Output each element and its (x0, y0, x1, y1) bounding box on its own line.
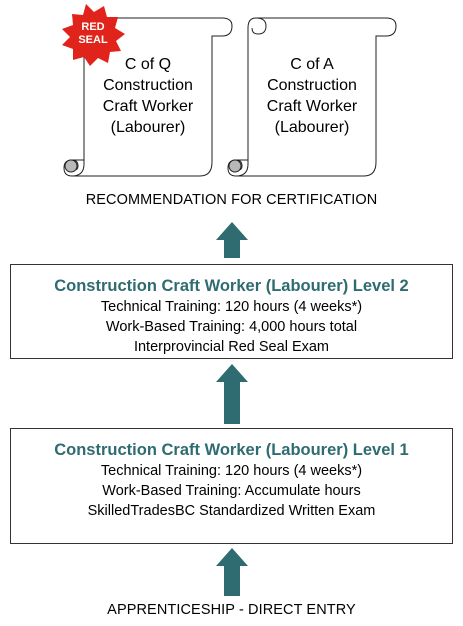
level-1-title: Construction Craft Worker (Labourer) Lev… (54, 441, 409, 459)
red-seal-label: RED SEAL (78, 21, 108, 46)
certificate-text-right: C of A Construction Craft Worker (Labour… (266, 56, 358, 136)
certificate-scroll-right (227, 17, 397, 177)
arrow-up-icon (216, 222, 248, 258)
level-2-title: Construction Craft Worker (Labourer) Lev… (54, 277, 409, 295)
certificate-text-left: C of Q Construction Craft Worker (Labour… (102, 56, 194, 136)
arrow-up-icon (216, 548, 248, 596)
level-1-work-based-training: Work-Based Training: Accumulate hours (102, 483, 361, 499)
arrow-up-icon (216, 364, 248, 424)
level-2-work-based-training: Work-Based Training: 4,000 hours total (105, 319, 358, 335)
entry-label: APPRENTICESHIP - DIRECT ENTRY (107, 602, 356, 618)
red-seal-icon (62, 4, 125, 66)
recommendation-label: RECOMMENDATION FOR CERTIFICATION (85, 192, 378, 208)
level-1-box: Construction Craft Worker (Labourer) Lev… (10, 428, 453, 544)
level-2-exam: Interprovincial Red Seal Exam (133, 339, 330, 355)
level-2-technical-training: Technical Training: 120 hours (4 weeks*) (100, 299, 363, 315)
level-1-exam: SkilledTradesBC Standardized Written Exa… (87, 503, 376, 519)
level-1-technical-training: Technical Training: 120 hours (4 weeks*) (100, 463, 363, 479)
level-2-box: Construction Craft Worker (Labourer) Lev… (10, 264, 453, 359)
